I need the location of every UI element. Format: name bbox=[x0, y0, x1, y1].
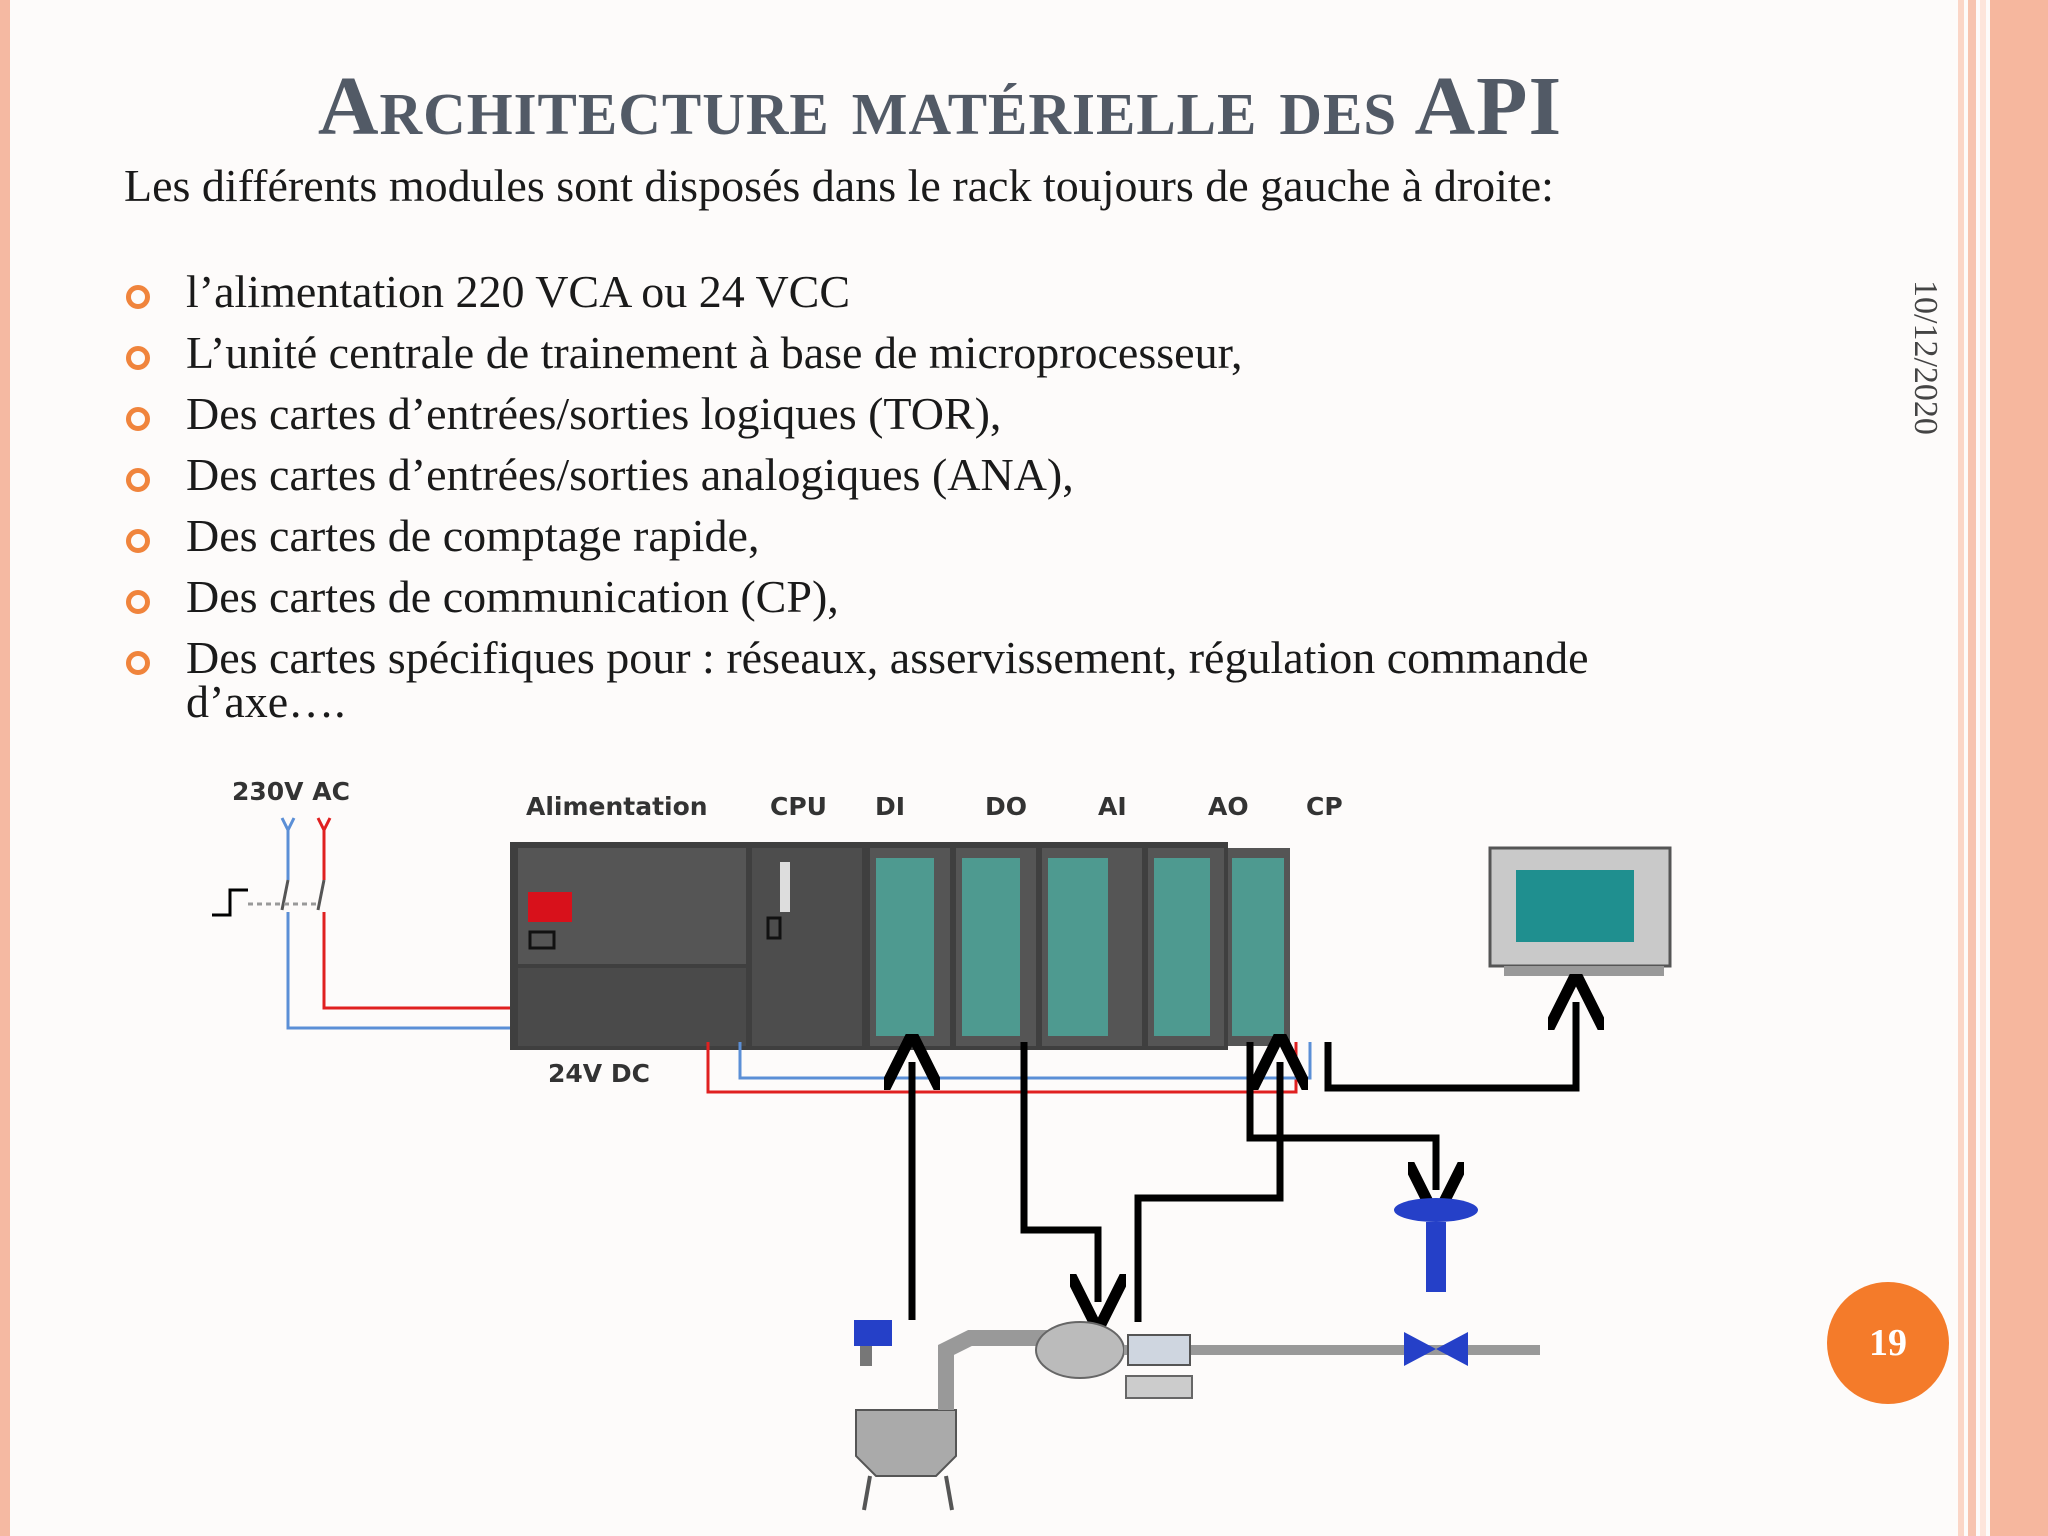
module-label-ao: AO bbox=[1208, 792, 1249, 821]
right-border-band bbox=[1990, 0, 2048, 1536]
slide-date: 10/12/2020 bbox=[1907, 280, 1944, 435]
module-label-do: DO bbox=[985, 792, 1027, 821]
circle-bullet-icon bbox=[126, 346, 150, 370]
right-border-stripe bbox=[1958, 0, 1964, 1536]
flow-meter-icon bbox=[1125, 1334, 1193, 1399]
bullet-text: Des cartes de communication (CP), bbox=[186, 571, 839, 622]
circle-bullet-icon bbox=[126, 285, 150, 309]
module-label-cp: CP bbox=[1306, 792, 1343, 821]
bullet-item: Des cartes spécifiques pour : réseaux, a… bbox=[124, 635, 1624, 725]
signal-lines bbox=[912, 1002, 1576, 1322]
circle-bullet-icon bbox=[126, 529, 150, 553]
supply-label: 230V AC bbox=[232, 777, 350, 806]
circle-bullet-icon bbox=[126, 651, 150, 675]
circle-bullet-icon bbox=[126, 468, 150, 492]
intro-text: Les différents modules sont disposés dan… bbox=[124, 160, 1554, 211]
slide-title: Architecture matérielle des API bbox=[317, 60, 1563, 153]
left-border bbox=[0, 0, 10, 1536]
pump-icon bbox=[938, 1321, 1540, 1410]
circle-bullet-icon bbox=[126, 407, 150, 431]
bullet-text: Des cartes de comptage rapide, bbox=[186, 510, 760, 561]
bullet-item: Des cartes de comptage rapide, bbox=[124, 513, 1624, 559]
bullet-item: l’alimentation 220 VCA ou 24 VCC bbox=[124, 269, 1624, 315]
bullet-list: l’alimentation 220 VCA ou 24 VCC L’unité… bbox=[124, 269, 1624, 741]
bullet-item: Des cartes d’entrées/sorties logiques (T… bbox=[124, 391, 1624, 437]
bullet-text: Des cartes spécifiques pour : réseaux, a… bbox=[186, 632, 1589, 727]
module-label-ai: AI bbox=[1098, 792, 1127, 821]
page-number-badge: 19 bbox=[1827, 1282, 1949, 1404]
plc-rack bbox=[510, 842, 1290, 1050]
power-indicator-icon bbox=[528, 892, 572, 922]
bullet-item: L’unité centrale de trainement à base de… bbox=[124, 330, 1624, 376]
circle-bullet-icon bbox=[126, 590, 150, 614]
bullet-text: l’alimentation 220 VCA ou 24 VCC bbox=[186, 266, 851, 317]
bullet-item: Des cartes de communication (CP), bbox=[124, 574, 1624, 620]
dc-label: 24V DC bbox=[548, 1059, 650, 1088]
bullet-item: Des cartes d’entrées/sorties analogiques… bbox=[124, 452, 1624, 498]
control-valve-icon bbox=[1394, 1198, 1478, 1366]
plc-architecture-diagram: 230V AC 24V DC Alimentation CPU DI DO AI… bbox=[212, 777, 1672, 1511]
bullet-text: Des cartes d’entrées/sorties logiques (T… bbox=[186, 388, 1002, 439]
tank-icon bbox=[854, 1320, 957, 1511]
module-label-alimentation: Alimentation bbox=[526, 792, 708, 821]
module-label-cpu: CPU bbox=[770, 792, 827, 821]
right-border-stripe bbox=[1968, 0, 1976, 1536]
bullet-text: L’unité centrale de trainement à base de… bbox=[186, 327, 1243, 378]
right-border-stripe bbox=[1980, 0, 1986, 1536]
bullet-text: Des cartes d’entrées/sorties analogiques… bbox=[186, 449, 1074, 500]
switch-icon bbox=[212, 817, 510, 1030]
hmi-panel-icon bbox=[1488, 846, 1672, 976]
module-label-di: DI bbox=[875, 792, 905, 821]
